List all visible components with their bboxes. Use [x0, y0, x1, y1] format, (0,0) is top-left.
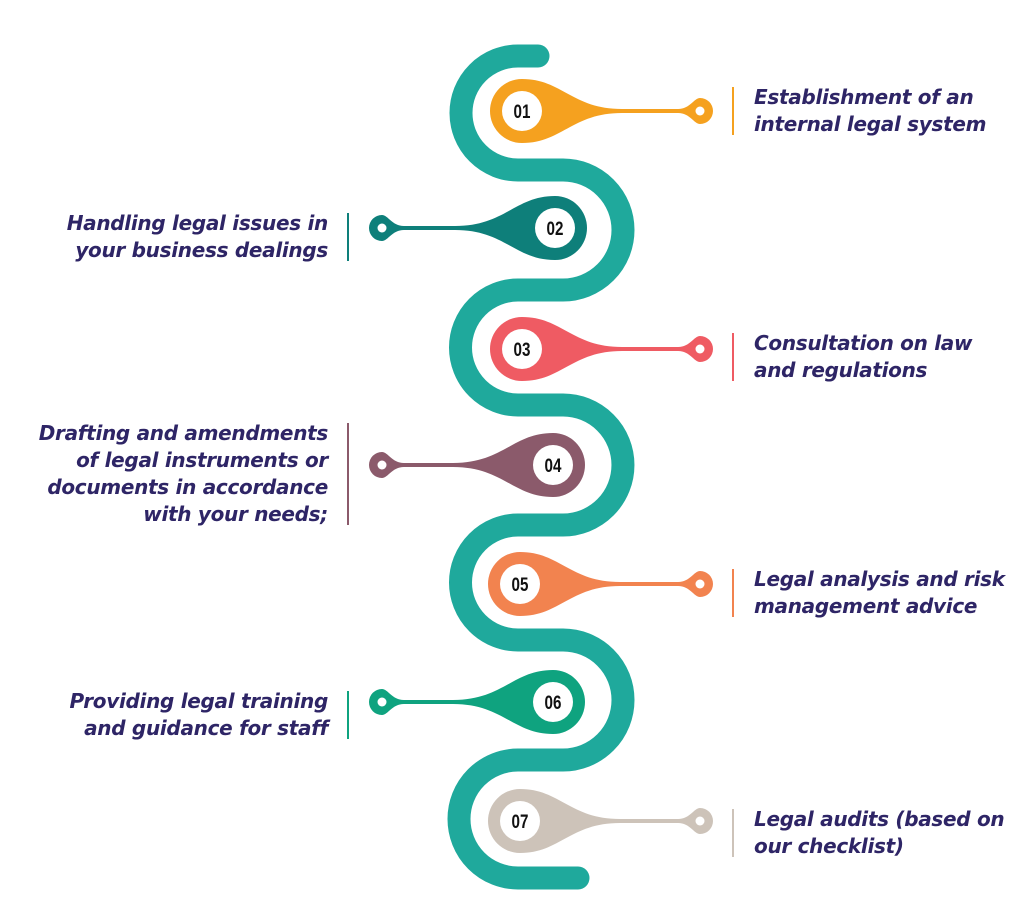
label-accent-bar: [732, 809, 734, 857]
label-line: Consultation on law: [754, 331, 973, 355]
step-number: 03: [514, 338, 531, 360]
step-number: 07: [512, 810, 529, 832]
pin-06: 06: [369, 670, 585, 734]
pin-inner-circle: [500, 564, 540, 604]
pin-07: 07: [488, 789, 713, 853]
label-line: and guidance for staff: [84, 716, 328, 740]
label-line: Legal analysis and risk: [754, 567, 1005, 591]
label-accent-bar: [732, 569, 734, 617]
label-accent-bar: [732, 87, 734, 135]
label-line: with your needs;: [143, 502, 328, 526]
pin-shape: [369, 433, 585, 497]
label-accent-bar: [732, 333, 734, 381]
pin-shape: [369, 196, 587, 260]
pin-end-dot: [695, 106, 705, 116]
pin-end-dot: [695, 344, 705, 354]
pin-04: 04: [369, 433, 585, 497]
pin-02: 02: [369, 196, 587, 260]
pin-inner-circle: [533, 682, 573, 722]
label-line: Providing legal training: [69, 689, 328, 713]
step-label-07: Legal audits (based on our checklist): [754, 806, 1005, 860]
serpentine-path: [447, 44, 635, 890]
step-label-01: Establishment of an internal legal system: [754, 84, 987, 138]
label-line: Drafting and amendments: [38, 421, 329, 445]
pin-end-dot: [377, 460, 387, 470]
step-number: 02: [547, 217, 564, 239]
pin-end-dot: [695, 816, 705, 826]
pin-shape: [369, 670, 585, 734]
pin-inner-circle: [502, 91, 542, 131]
pin-inner-circle: [533, 445, 573, 485]
pin-end-dot: [377, 697, 387, 707]
label-line: Establishment of an: [754, 85, 974, 109]
pin-inner-circle: [535, 208, 575, 248]
label-line: our checklist): [754, 834, 904, 858]
step-label-04: Drafting and amendments of legal instrume…: [38, 420, 329, 528]
step-number: 01: [514, 100, 531, 122]
step-label-05: Legal analysis and risk management advice: [754, 566, 1005, 620]
step-number: 05: [512, 573, 529, 595]
step-number: 06: [545, 691, 562, 713]
label-line: Legal audits (based on: [754, 807, 1005, 831]
label-line: and regulations: [754, 358, 928, 382]
pin-inner-circle: [502, 329, 542, 369]
label-accent-bar: [347, 691, 349, 739]
pin-end-dot: [377, 223, 387, 233]
pin-shape: [488, 789, 713, 853]
pin-03: 03: [490, 317, 713, 381]
step-label-06: Providing legal training and guidance for…: [69, 688, 328, 742]
step-label-03: Consultation on law and regulations: [754, 330, 972, 384]
label-line: your business dealings: [75, 238, 328, 262]
pin-01: 01: [490, 79, 713, 143]
label-accent-bar: [347, 213, 349, 261]
label-line: of legal instruments or: [76, 448, 328, 472]
pin-shape: [490, 79, 713, 143]
pin-shape: [490, 317, 713, 381]
pin-shape: [488, 552, 713, 616]
label-line: internal legal system: [754, 112, 987, 136]
label-line: Handling legal issues in: [66, 211, 329, 235]
label-line: documents in accordance: [47, 475, 328, 499]
label-accent-bar: [347, 423, 349, 525]
pin-05: 05: [488, 552, 713, 616]
step-label-02: Handling legal issues in your business de…: [66, 210, 329, 264]
label-line: management advice: [754, 594, 978, 618]
pin-end-dot: [695, 579, 705, 589]
pin-inner-circle: [500, 801, 540, 841]
step-number: 04: [545, 454, 562, 476]
